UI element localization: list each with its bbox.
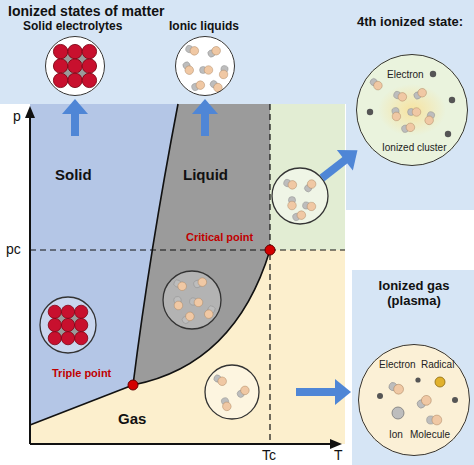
side-panel: Ionized gas (plasma) Electron RadicalIon Mo… <box>352 270 474 465</box>
region-label: Solid <box>55 166 92 183</box>
callout-label: Ion <box>389 429 403 441</box>
heading-text: 4th ionized state: <box>357 15 463 30</box>
region-label: Liquid <box>183 166 228 183</box>
axis-label: p <box>13 108 21 124</box>
callout-label: Radical <box>421 359 454 371</box>
axis-label: T <box>334 447 343 463</box>
axis-label: pc <box>6 241 21 257</box>
region-label: Gas <box>118 410 146 427</box>
callout-label: Electron <box>379 359 416 371</box>
callout-label: Molecule <box>410 429 450 441</box>
axis-label: Tc <box>262 447 276 463</box>
heading-text: Ionic liquids <box>169 20 239 34</box>
inset-circle: Solid electrolytes <box>45 36 105 96</box>
inset-circle: Ionic liquids <box>175 36 235 96</box>
heading-text: Ionized states of matter <box>8 3 164 19</box>
point-label: Triple point <box>52 367 111 380</box>
point-label: Critical point <box>186 231 253 244</box>
callout-label: Ionized cluster <box>382 142 446 154</box>
plasma-circle: Electron RadicalIon Molecule <box>358 344 470 456</box>
state-circle: 4th ionized state:ElectronIonized cluste… <box>356 54 468 166</box>
heading-text: Solid electrolytes <box>23 20 122 34</box>
callout-label: Electron <box>387 69 424 81</box>
heading-text: Ionized gas (plasma) <box>358 279 470 309</box>
